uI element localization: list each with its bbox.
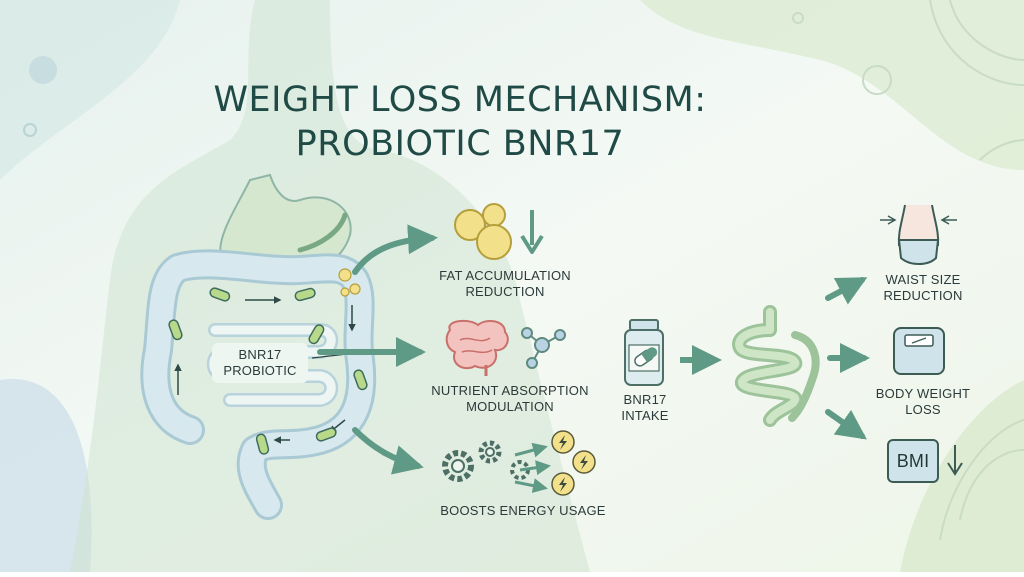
- stomach-fold: [297, 212, 348, 253]
- mechanism-arrows: [317, 224, 438, 475]
- outcome-arrows: [825, 277, 870, 440]
- intestine-molecule-icon: [445, 319, 566, 376]
- bg-blob-top-right: [640, 0, 1024, 170]
- mechanism-label-fat: FAT ACCUMULATION REDUCTION: [439, 268, 571, 299]
- title-line-2: PROBIOTIC BNR17: [295, 124, 625, 164]
- bacteria: [168, 287, 368, 455]
- bg-contour-lines: [929, 0, 1024, 541]
- scale-icon: [893, 327, 945, 375]
- mechanism-label-nutrient: NUTRIENT ABSORPTION MODULATION: [431, 383, 589, 414]
- probiotic-label-backing: [212, 343, 308, 383]
- intestine-inner: [143, 252, 374, 517]
- capsule-bottle-icon: [624, 319, 664, 386]
- bmi-down-icon: [887, 439, 963, 483]
- bg-bubble: [23, 123, 37, 137]
- outcome-label-bmi: BMI: [896, 451, 930, 471]
- outcome-label-waist: WAIST SIZE REDUCTION: [883, 272, 963, 303]
- gears-energy-icon: [442, 430, 596, 496]
- bg-blob-top-left: [0, 0, 180, 180]
- page-title: WEIGHT LOSS MECHANISM: PROBIOTIC BNR17: [180, 78, 740, 166]
- bg-bubble: [792, 12, 804, 24]
- gut-fat-droplets: [338, 268, 361, 297]
- waist-icon: [880, 204, 957, 265]
- mechanism-label-energy: BOOSTS ENERGY USAGE: [440, 503, 606, 518]
- intake-label: BNR17 INTAKE: [621, 392, 669, 423]
- probiotic-label: BNR17 PROBIOTIC: [223, 347, 297, 378]
- bg-cell: [29, 56, 57, 84]
- title-line-1: WEIGHT LOSS MECHANISM:: [213, 80, 707, 120]
- arrow-to-fat: [352, 224, 438, 275]
- digestive-tract-icon: [732, 305, 820, 427]
- bg-blob-bottom-left: [0, 378, 92, 572]
- bg-blob-bottom-right: [900, 380, 1024, 572]
- outcome-label-weight: BODY WEIGHT LOSS: [875, 386, 971, 417]
- bg-bubble: [862, 65, 892, 95]
- fat-droplets-down-icon: [454, 203, 544, 260]
- arrow-to-energy: [352, 427, 424, 475]
- arrow-to-bmi: [825, 409, 867, 440]
- arrow-to-waist: [825, 277, 868, 305]
